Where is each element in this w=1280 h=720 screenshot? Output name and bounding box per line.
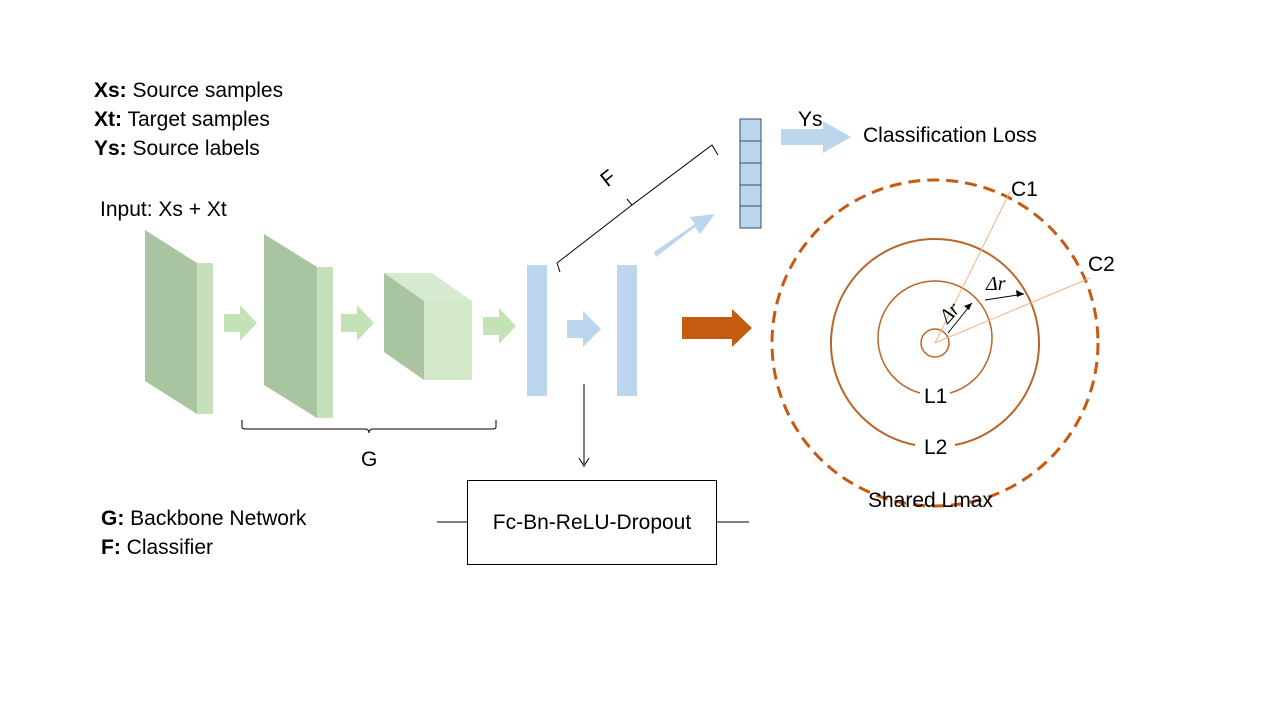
down-arrow xyxy=(578,384,590,467)
backbone-layer-1 xyxy=(145,230,213,414)
legend-desc: Classifier xyxy=(126,536,214,559)
legend-key: Xt: xyxy=(94,108,122,131)
backbone-cube xyxy=(384,273,472,380)
f-bracket xyxy=(556,144,719,273)
legend-key: Xs: xyxy=(94,79,127,102)
legend-desc: Source samples xyxy=(132,79,284,102)
legend-key: F: xyxy=(101,536,121,559)
legend-item-g: G: Backbone Network xyxy=(101,508,306,529)
legend-desc: Source labels xyxy=(132,137,260,160)
legend-item-xs: Xs: Source samples xyxy=(94,80,283,101)
backbone-layer-2 xyxy=(264,234,333,418)
green-arrow-1 xyxy=(224,305,257,341)
orange-arrow xyxy=(682,309,752,347)
classifier-bar-2 xyxy=(617,265,637,396)
blue-arrow-diagonal xyxy=(654,214,715,257)
shared-lmax-label: Shared Lmax xyxy=(868,489,993,512)
blue-arrow-between xyxy=(567,311,601,347)
fc-block-label: Fc-Bn-ReLU-Dropout xyxy=(492,510,692,534)
legend-key: Ys: xyxy=(94,137,127,160)
classification-loss-label: Classification Loss xyxy=(863,124,1037,147)
c1-label: C1 xyxy=(1011,178,1038,201)
g-label: G xyxy=(361,448,378,471)
g-bracket xyxy=(241,420,497,434)
c2-label: C2 xyxy=(1088,253,1115,276)
blue-arrow-loss xyxy=(781,121,851,153)
l2-label: L2 xyxy=(924,436,948,459)
ys-label: Ys xyxy=(798,108,823,131)
delta-r-outer: Δr xyxy=(986,273,1006,295)
legend-item-f: F: Classifier xyxy=(101,537,213,558)
green-arrow-2 xyxy=(341,305,374,341)
fc-block: Fc-Bn-ReLU-Dropout xyxy=(467,480,717,565)
output-vector xyxy=(739,118,762,229)
green-arrow-3 xyxy=(483,308,516,344)
classifier-bar-1 xyxy=(527,265,547,396)
circle-diagram xyxy=(770,178,1100,508)
legend-desc: Target samples xyxy=(127,108,270,131)
l1-label: L1 xyxy=(924,385,948,408)
input-label: Input: Xs + Xt xyxy=(100,198,227,221)
legend-item-xt: Xt: Target samples xyxy=(94,109,270,130)
legend-desc: Backbone Network xyxy=(130,507,307,530)
legend-item-ys: Ys: Source labels xyxy=(94,138,260,159)
legend-key: G: xyxy=(101,507,125,530)
